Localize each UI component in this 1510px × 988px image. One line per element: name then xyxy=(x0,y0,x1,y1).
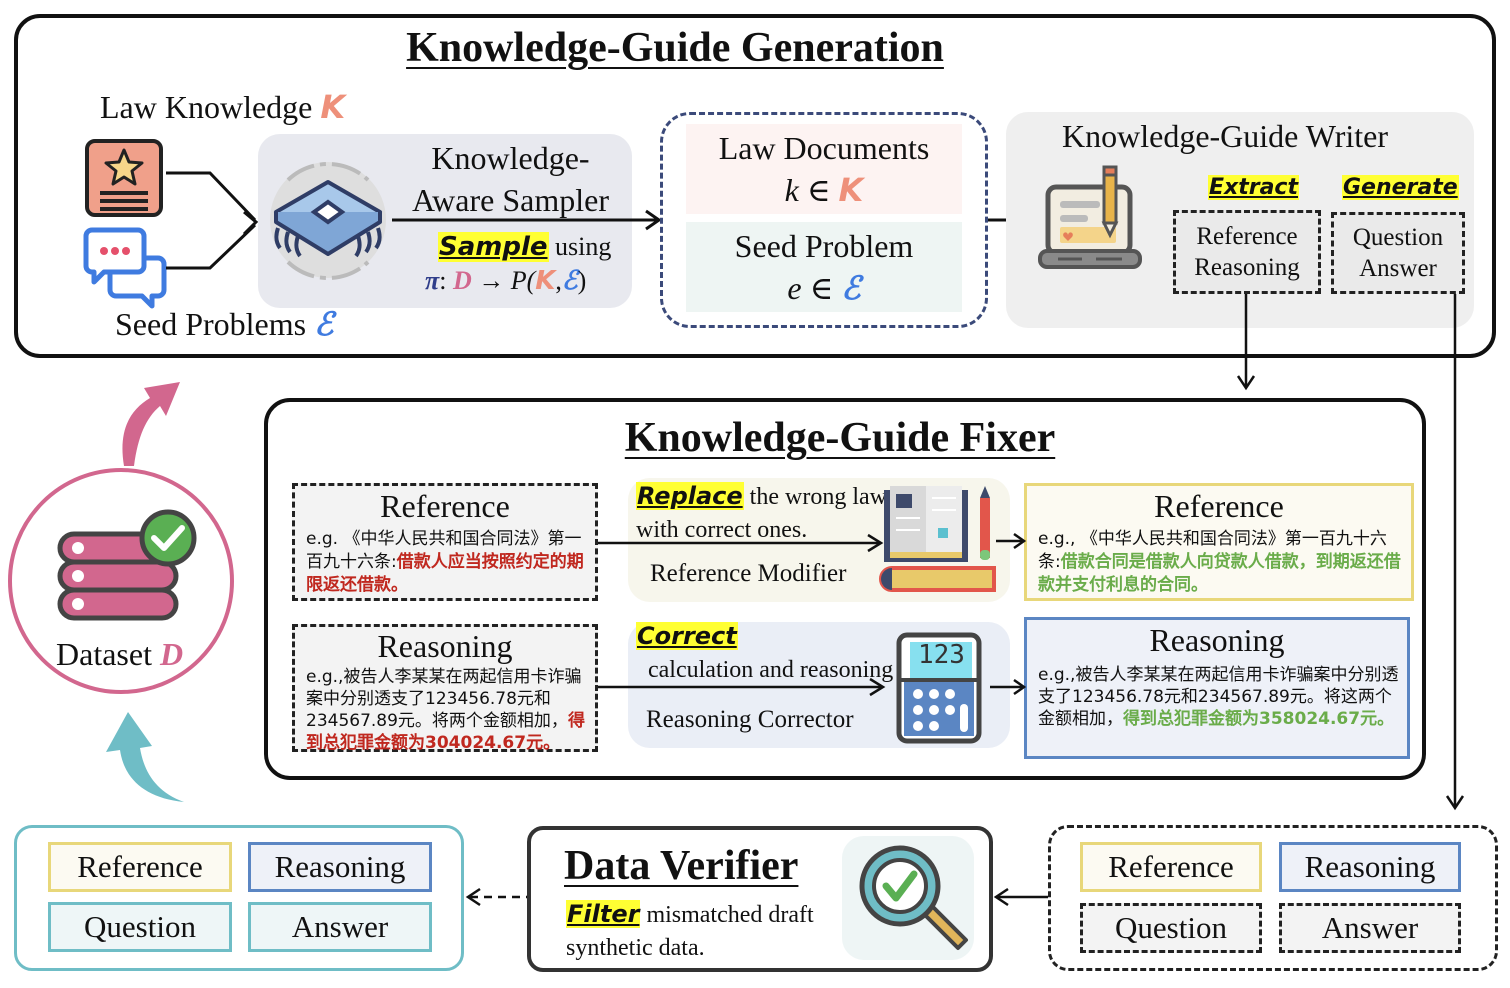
dataset-label: Dataset D xyxy=(56,636,184,672)
calculator-icon xyxy=(896,632,982,744)
magnifier-check-icon xyxy=(859,845,968,950)
wrong-reasoning-box xyxy=(292,624,598,752)
final-question-tag: Question xyxy=(48,902,232,952)
final-dataset-group xyxy=(14,825,464,971)
draft-reference-tag: Reference xyxy=(1080,842,1262,892)
database-check-icon xyxy=(57,509,197,621)
draft-question-tag: Question xyxy=(1080,903,1262,953)
law-knowledge-label: Law Knowledge K xyxy=(100,88,346,126)
extract-label: Extract xyxy=(1208,175,1299,200)
generate-label: Generate xyxy=(1342,175,1459,200)
wrong-reasoning-text: e.g.,被告人李某某在两起信用卡诈骗案中分别透支了123456.78元和234… xyxy=(306,667,585,753)
writer-reference-reasoning-box: Reference Reasoning xyxy=(1173,210,1321,294)
generation-frame xyxy=(14,14,1496,358)
final-answer-tag: Answer xyxy=(248,902,432,952)
fixer-frame xyxy=(264,398,1426,780)
calculator-display: 123 xyxy=(918,640,965,670)
seed-problems-label: Seed Problems ℰ xyxy=(115,306,334,342)
fixer-title: Knowledge-Guide Fixer xyxy=(624,415,1056,461)
final-reasoning-tag: Reasoning xyxy=(248,842,432,892)
draft-dataset-group xyxy=(1048,825,1498,971)
law-document-icon xyxy=(85,139,163,217)
sampler-formula: π: D → P(K,ℰ) xyxy=(425,266,587,296)
wrong-reference-text: e.g. 《中华人民共和国合同法》第一百九十六条:借款人应当按照约定的期限返还借… xyxy=(306,529,584,595)
replace-instruction: Replace the wrong laws with correct ones… xyxy=(636,482,897,543)
writer-title: Knowledge-Guide Writer xyxy=(1062,118,1389,154)
wrong-reference-box xyxy=(292,483,598,601)
chip-icon xyxy=(270,162,386,280)
sampler-title: Knowledge- Aware Sampler xyxy=(412,140,609,218)
draft-reasoning-tag: Reasoning xyxy=(1279,842,1461,892)
reference-modifier-label: Reference Modifier xyxy=(650,560,847,587)
correct-reference-box xyxy=(1024,483,1414,601)
verifier-frame xyxy=(527,826,993,972)
correct-reasoning-box xyxy=(1024,617,1410,759)
docs-group xyxy=(660,112,988,328)
sampler-action: Sample using xyxy=(438,232,612,262)
cycle-arrow-in-icon xyxy=(106,712,184,802)
laptop-pencil-icon xyxy=(1038,165,1142,269)
generation-title: Knowledge-Guide Generation xyxy=(406,25,944,71)
book-pencil-icon xyxy=(879,486,996,592)
draft-answer-tag: Answer xyxy=(1279,903,1461,953)
correct-reasoning-title: Reasoning xyxy=(1149,622,1285,658)
verifier-instruction: Filter mismatched draft synthetic data. xyxy=(566,900,814,961)
writer-question-answer-box: Question Answer xyxy=(1331,212,1465,294)
verifier-title: Data Verifier xyxy=(564,843,799,889)
reasoning-corrector-label: Reasoning Corrector xyxy=(646,706,854,733)
seed-problem-box: Seed Problem e ∈ ℰ xyxy=(686,222,962,312)
correct-reference-title: Reference xyxy=(1154,488,1284,524)
dataset-circle xyxy=(8,468,234,694)
law-documents-box: Law Documents k ∈ K xyxy=(686,124,962,214)
chat-bubbles-icon xyxy=(83,227,167,309)
final-reference-tag: Reference xyxy=(48,842,232,892)
cycle-arrow-up-icon xyxy=(122,382,180,466)
wrong-reasoning-title: Reasoning xyxy=(377,628,513,664)
correct-reference-text: e.g., 《中华人民共和国合同法》第一百九十六条:借款合同是借款人向贷款人借款… xyxy=(1038,529,1401,595)
correct-reasoning-text: e.g.,被告人李某某在两起信用卡诈骗案中分别透支了123456.78元和234… xyxy=(1038,665,1399,729)
wrong-reference-title: Reference xyxy=(380,488,510,524)
